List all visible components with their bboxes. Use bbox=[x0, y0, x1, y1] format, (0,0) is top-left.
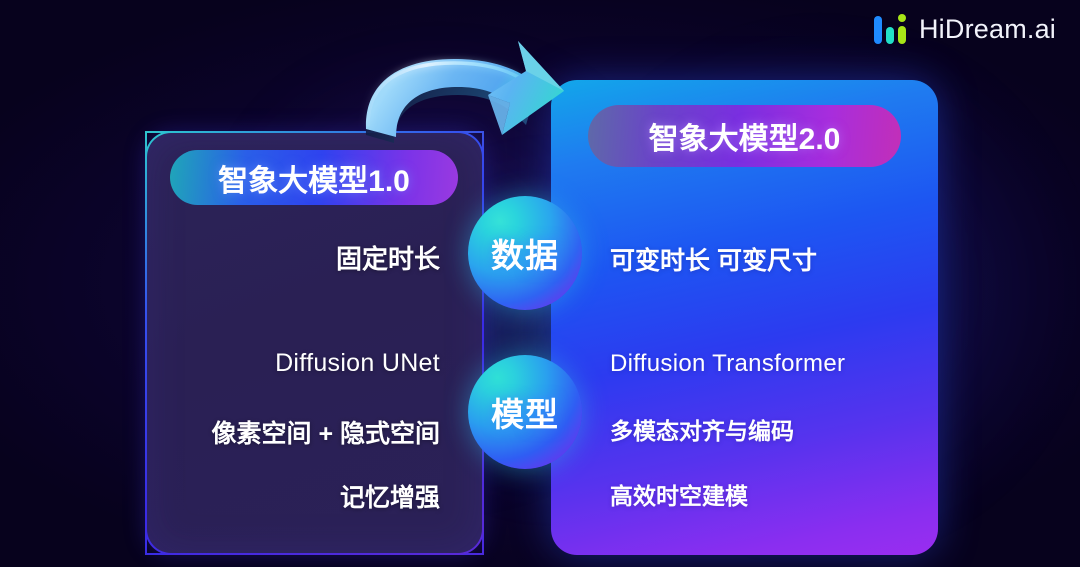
logo-bar-green bbox=[897, 26, 906, 44]
brand-logo: HiDream.ai bbox=[873, 8, 1056, 50]
pillar-circle-data-label: 数据 bbox=[491, 237, 559, 274]
pillar-circle-model-label: 模型 bbox=[491, 396, 559, 433]
model-card-v1-title: 智象大模型1.0 bbox=[170, 150, 458, 205]
v2-feature-duration-size: 可变时长 可变尺寸 bbox=[610, 247, 817, 275]
pillar-circle-model: 模型 bbox=[468, 355, 582, 469]
bar-chart-logo-icon bbox=[873, 14, 906, 44]
logo-bar-blue bbox=[873, 16, 882, 44]
v1-feature-duration: 固定时长 bbox=[335, 244, 440, 274]
v2-feature-multimodal: 多模态对齐与编码 bbox=[610, 418, 794, 444]
v2-feature-architecture: Diffusion Transformer bbox=[610, 350, 846, 377]
pillar-circle-data: 数据 bbox=[468, 196, 582, 310]
logo-bar-teal bbox=[885, 27, 894, 44]
logo-dot-green bbox=[897, 14, 906, 22]
brand-name: HiDream.ai bbox=[918, 13, 1056, 44]
model-card-v2-title: 智象大模型2.0 bbox=[588, 105, 901, 167]
logo-bar-green-group bbox=[897, 14, 906, 44]
v1-feature-architecture: Diffusion UNet bbox=[275, 349, 440, 377]
v1-feature-space: 像素空间 + 隐式空间 bbox=[211, 420, 441, 448]
v2-feature-spatiotemporal: 高效时空建模 bbox=[610, 483, 748, 509]
v1-feature-memory: 记忆增强 bbox=[339, 484, 440, 512]
